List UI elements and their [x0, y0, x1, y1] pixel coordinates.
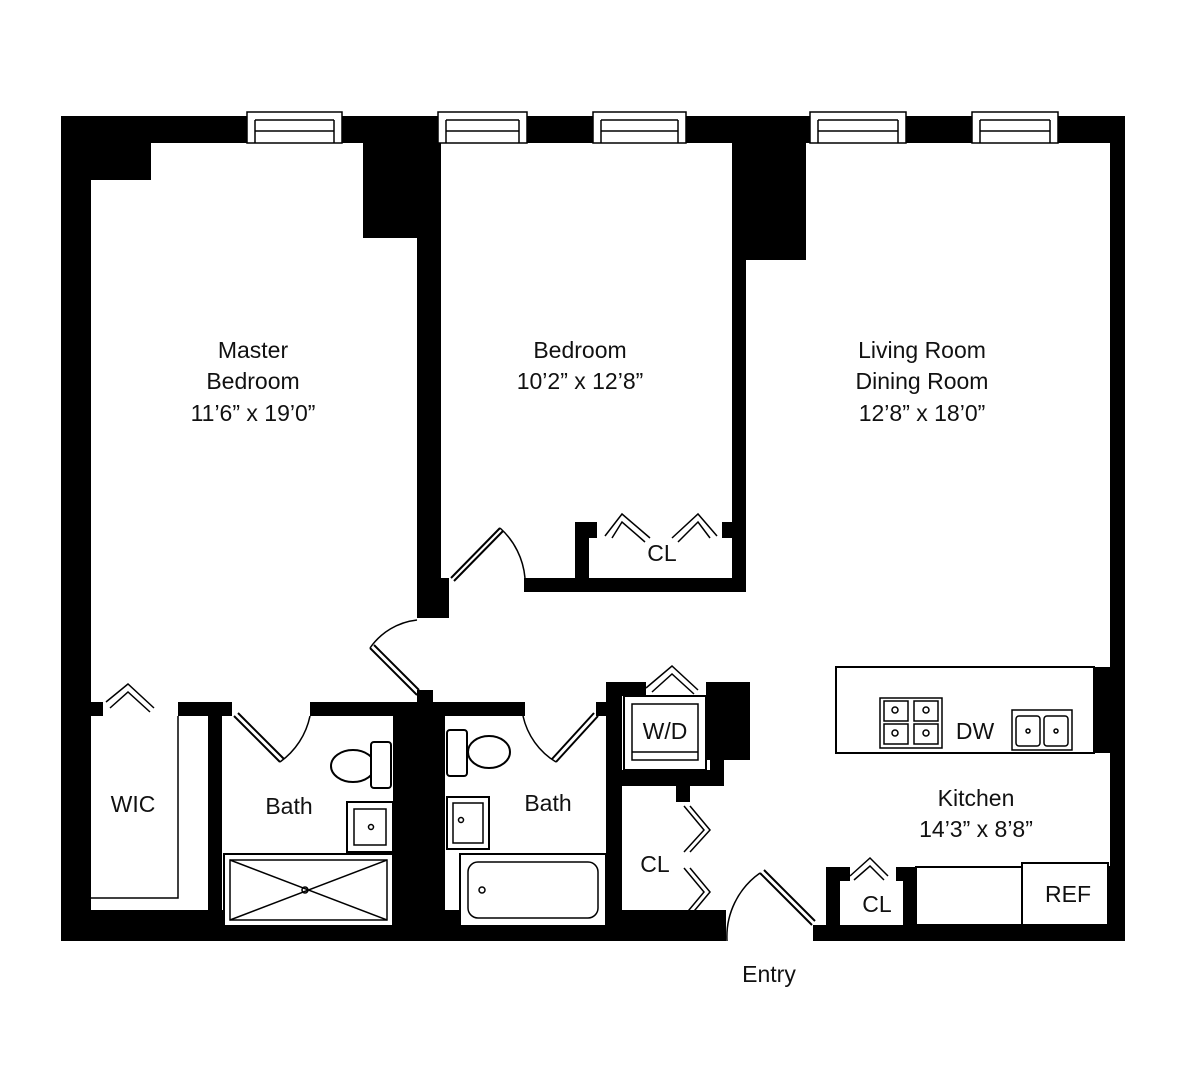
bathtub-second: [459, 853, 607, 927]
door-bedroom: [450, 527, 526, 582]
wall-bath2-north-west: [433, 702, 525, 716]
wall-wic-north-stub: [91, 702, 103, 716]
north-wall-seg-1: [61, 116, 247, 143]
wic-shelf: [91, 716, 179, 899]
dining-room-label: Dining Room: [856, 368, 989, 394]
dishwasher-label: DW: [956, 718, 995, 744]
wall-wd-south-stub: [710, 760, 724, 786]
wall-bath-chase: [393, 716, 445, 910]
window-living-1: [809, 111, 907, 144]
bedroom-dimensions: 10’2” x 12’8”: [517, 368, 644, 394]
window-living-2: [971, 111, 1059, 144]
wall-bedroom-west: [433, 143, 441, 578]
washer-dryer-label: W/D: [643, 718, 688, 744]
wall-kitchen-closet-nw-jamb: [840, 867, 850, 881]
wall-bedroom-east: [732, 260, 746, 592]
wall-wic-bath-north: [178, 702, 232, 716]
north-wall-seg-6: [1058, 116, 1125, 143]
master-bedroom-dimensions: 11’6” x 19’0”: [191, 400, 316, 426]
living-room-label: Living Room: [858, 337, 986, 363]
windows: [246, 111, 1059, 144]
bifold-wic: [105, 683, 155, 713]
east-exterior-wall: [1110, 116, 1125, 941]
window-master-bedroom: [246, 111, 343, 144]
wall-master-east: [417, 238, 433, 618]
master-bedroom-label-2: Bedroom: [206, 368, 299, 394]
wall-wd-north-west: [606, 682, 646, 696]
bifold-bedroom-closet: [604, 512, 718, 543]
room-labels: Master Bedroom 11’6” x 19’0” Bedroom 10’…: [111, 337, 1091, 987]
kitchen-fixtures: [835, 666, 1111, 926]
north-wall-seg-4: [686, 116, 810, 143]
wall-bath1-north: [310, 702, 417, 716]
column-living-room: [732, 143, 806, 260]
entry-label: Entry: [742, 961, 796, 987]
wall-wic-east: [208, 716, 222, 910]
master-bath-label: Bath: [265, 793, 312, 819]
second-bath-fixtures: [446, 729, 607, 927]
interior-walls: [91, 143, 916, 930]
bifold-kitchen-closet: [849, 856, 889, 881]
window-bedroom-1: [437, 111, 528, 144]
toilet-bowl-second: [467, 735, 511, 769]
living-dining-dimensions: 12’8” x 18’0”: [859, 400, 986, 426]
wall-kitchen-closet-east: [903, 881, 916, 925]
wall-bath2-east: [606, 682, 622, 910]
bedroom-label: Bedroom: [533, 337, 626, 363]
wall-bedroom-sw-stub: [433, 578, 449, 618]
washer-dryer-unit: [623, 695, 707, 771]
window-bedroom-2: [592, 111, 687, 144]
kitchen-dimensions: 14’3” x 8’8”: [919, 816, 1033, 842]
wic-label: WIC: [111, 791, 156, 817]
wall-wd-east-block: [706, 682, 750, 760]
bifold-hall-closet: [683, 805, 711, 917]
wall-bath2-north-east: [596, 702, 606, 716]
north-wall-seg-3: [527, 116, 593, 143]
refrigerator-box: [1021, 862, 1109, 926]
toilet-tank-second: [446, 729, 468, 777]
south-exterior-wall-east: [813, 925, 1125, 941]
kitchen-sink: [1011, 709, 1073, 751]
vanity-second: [446, 796, 490, 850]
hall-closet-label: CL: [640, 851, 670, 877]
bifold-wd: [645, 664, 699, 695]
north-wall-seg-5: [906, 116, 972, 143]
toilet-tank-master: [370, 741, 392, 789]
wall-hall-closet-top-jamb: [676, 786, 690, 802]
column-master-bedroom: [363, 143, 433, 238]
door-master-bath: [233, 712, 311, 763]
kitchen-closet-label: CL: [862, 891, 892, 917]
kitchen-label: Kitchen: [938, 785, 1015, 811]
master-bedroom-label-1: Master: [218, 337, 289, 363]
refrigerator-label: REF: [1045, 881, 1091, 907]
doors: [105, 512, 889, 942]
pilaster-kitchen: [1094, 667, 1110, 753]
wall-closet-west: [575, 522, 589, 578]
column-northwest: [91, 143, 151, 180]
wall-kitchen-closet-ne-jamb: [896, 867, 916, 881]
master-bath-fixtures: [223, 741, 394, 927]
wall-bedroom-south: [524, 578, 746, 592]
door-second-bath: [522, 712, 599, 763]
wall-hall-closet-bottom-jamb: [676, 918, 690, 930]
wall-wd-south: [606, 770, 710, 786]
wall-closet-west-jamb: [589, 522, 597, 538]
bedroom-closet-label: CL: [647, 540, 677, 566]
north-wall-seg-2: [342, 116, 438, 143]
door-entry: [726, 869, 816, 942]
toilet-bowl-master: [330, 749, 376, 783]
west-exterior-wall: [61, 116, 91, 941]
door-master-bedroom: [369, 619, 420, 696]
cooktop: [879, 697, 943, 749]
second-bath-label: Bath: [524, 790, 571, 816]
wall-kitchen-closet-west: [826, 867, 840, 925]
